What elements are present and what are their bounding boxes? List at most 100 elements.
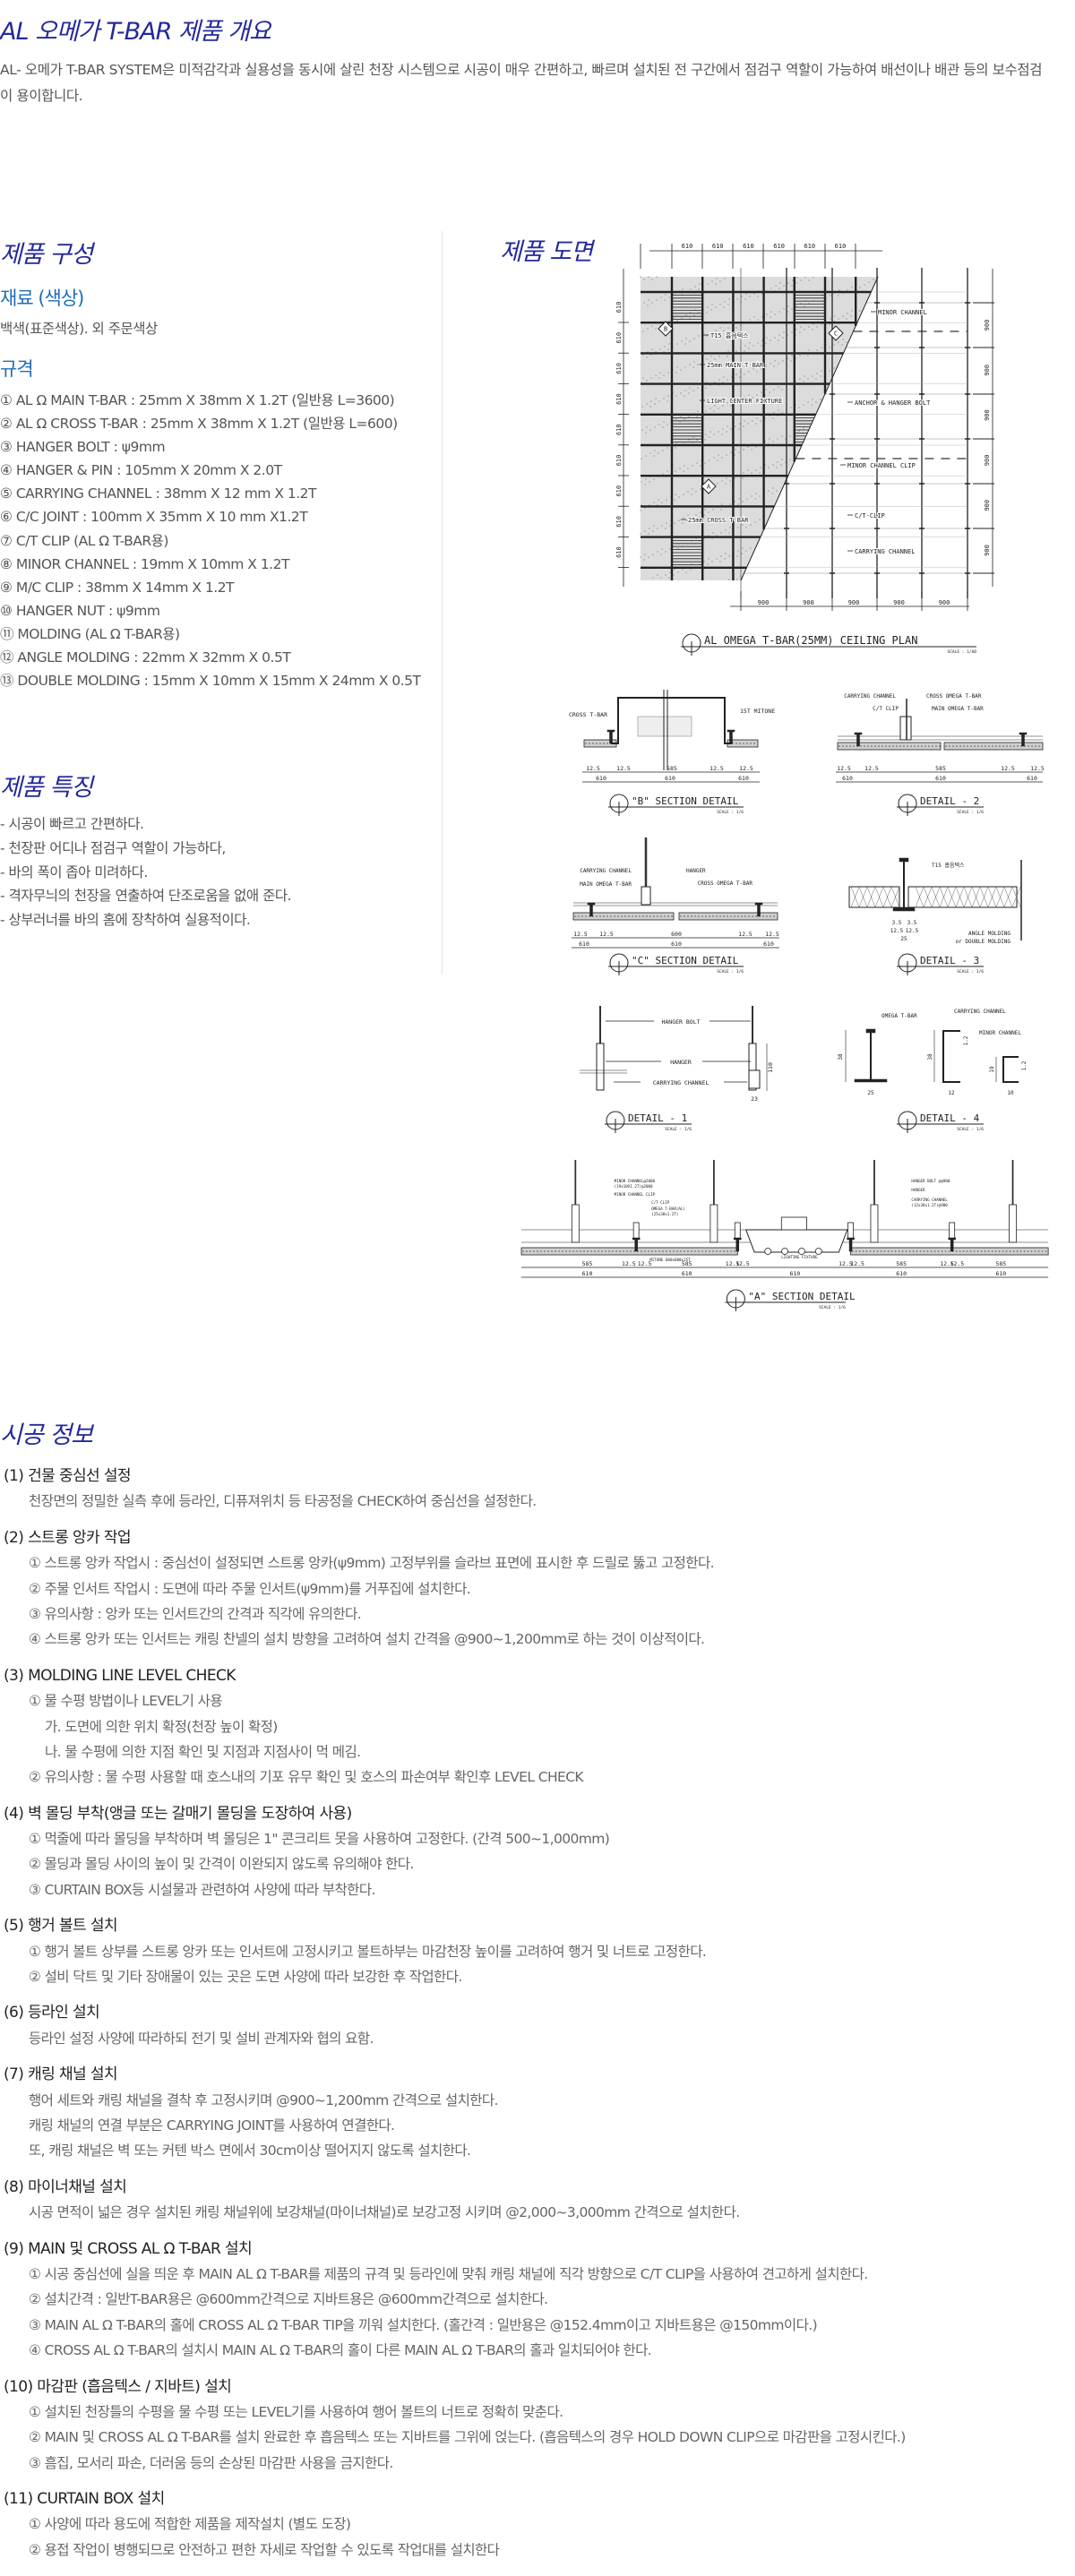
stipple-dot (701, 915, 703, 917)
stipple-dot (633, 1250, 635, 1252)
stipple-dot (668, 320, 670, 322)
stipple-dot (753, 293, 755, 295)
dim-label: 12.5 (638, 1260, 652, 1267)
stipple-dot (688, 439, 690, 441)
dim-label: 610 (743, 243, 754, 250)
stipple-dot (695, 514, 697, 516)
stipple-dot (745, 527, 747, 528)
callout: (25x38x1.2T) (651, 1212, 678, 1216)
dim-label: 12.5 (616, 765, 631, 772)
stipple-dot (665, 294, 666, 296)
stipple-dot (776, 490, 778, 492)
install-step-line: ② 몰딩과 몰딩 사이의 높이 및 간격이 이완되지 않도록 유의해야 한다. (29, 1856, 414, 1873)
stipple-dot (782, 360, 784, 362)
stipple-dot (654, 426, 656, 428)
stipple-dot (704, 462, 706, 464)
stipple-dot (721, 503, 723, 505)
stipple-dot (703, 514, 705, 516)
stipple-dot (666, 400, 668, 402)
stipple-dot (729, 480, 731, 482)
panel-hatch (947, 886, 957, 908)
hanger (641, 886, 651, 906)
stipple-dot (578, 915, 580, 917)
stipple-dot (666, 1250, 667, 1252)
dim-label: 610 (763, 940, 774, 948)
ct-clip (899, 716, 912, 741)
spec-item: ⑨ M/C CLIP : 38mm X 14mm X 1.2T (0, 579, 235, 596)
stipple-dot (994, 1250, 997, 1252)
ceiling-panel (943, 742, 1044, 751)
tbar-head (587, 902, 596, 906)
stipple-dot (673, 1250, 675, 1252)
callout: HANGER BOLT @@900 (911, 1179, 950, 1183)
stipple-dot (737, 527, 739, 528)
stipple-dot (812, 375, 813, 377)
stipple-dot (921, 745, 923, 747)
spec-item: ⑩ HANGER NUT : ψ9mm (0, 602, 160, 619)
stipple-dot (776, 467, 778, 468)
stipple-dot (639, 915, 641, 917)
spec-item: ⑪ MOLDING (AL Ω T-BAR용) (0, 625, 180, 642)
dim-label: 12.5 (950, 1260, 965, 1267)
stipple-dot (685, 338, 687, 339)
install-step-heading: (5) 행거 볼트 설치 (4, 1917, 118, 1936)
panel-hatch (987, 886, 997, 908)
stipple-dot (726, 477, 727, 479)
stipple-dot (673, 574, 675, 576)
stipple-dot (736, 579, 738, 580)
stipple-dot (642, 377, 644, 379)
stipple-dot (791, 285, 793, 287)
stipple-dot (700, 465, 701, 467)
stipple-dot (641, 406, 643, 408)
stipple-dot (594, 1250, 596, 1252)
stipple-dot (1034, 1250, 1036, 1252)
stipple-dot (719, 561, 721, 562)
stipple-dot (601, 1250, 603, 1252)
stipple-dot (710, 332, 712, 334)
stipple-dot (800, 326, 802, 328)
drawing-title: DETAIL - 3 (920, 955, 979, 966)
stipple-dot (685, 571, 687, 573)
stipple-dot (653, 915, 655, 917)
stipple-dot (711, 280, 713, 282)
stipple-dot (699, 283, 701, 285)
stipple-dot (838, 289, 840, 291)
stipple-dot (668, 296, 670, 298)
stipple-dot (713, 410, 715, 412)
section-marker-icon (701, 478, 717, 494)
stipple-dot (727, 1250, 728, 1252)
stipple-dot (706, 335, 708, 337)
stipple-dot (789, 435, 791, 437)
dim-label: 12.5 (850, 1260, 864, 1267)
stipple-dot (680, 369, 682, 371)
stipple-dot (748, 915, 750, 917)
install-step-heading: (6) 등라인 설치 (4, 2004, 100, 2022)
install-step-line: ① 설치된 천장틀의 수평을 물 수평 또는 LEVEL기를 사용하여 행어 볼… (29, 2403, 563, 2420)
stipple-dot (628, 915, 630, 917)
stipple-dot (778, 334, 780, 336)
stipple-dot (689, 387, 691, 389)
stipple-dot (739, 376, 741, 378)
install-step-line: ① 물 수평 방법이나 LEVEL기 사용 (29, 1693, 223, 1710)
panel-hatch (915, 886, 924, 908)
stipple-dot (755, 423, 757, 425)
stipple-dot (654, 450, 656, 451)
callout: CARRYING CHANNEL (954, 1009, 1006, 1015)
callout: CROSS OMEGA T-BAR (698, 880, 753, 887)
stipple-dot (730, 1250, 732, 1252)
stipple-dot (674, 522, 675, 524)
panel-hatch (995, 886, 1005, 908)
stipple-dot (967, 745, 968, 747)
hanger (870, 1204, 879, 1243)
callout: CARRYING CHANNEL (580, 868, 632, 874)
stipple-dot (642, 915, 644, 917)
stipple-dot (980, 1250, 983, 1252)
stipple-dot (585, 915, 587, 917)
stipple-dot (860, 745, 862, 747)
stipple-dot (752, 368, 754, 370)
stipple-dot (635, 915, 637, 917)
dim-label: 1.2 (1021, 1060, 1028, 1070)
stipple-dot (689, 317, 691, 319)
callout: MINOR CHANNEL CLIP (615, 1192, 656, 1197)
stipple-dot (766, 337, 768, 339)
